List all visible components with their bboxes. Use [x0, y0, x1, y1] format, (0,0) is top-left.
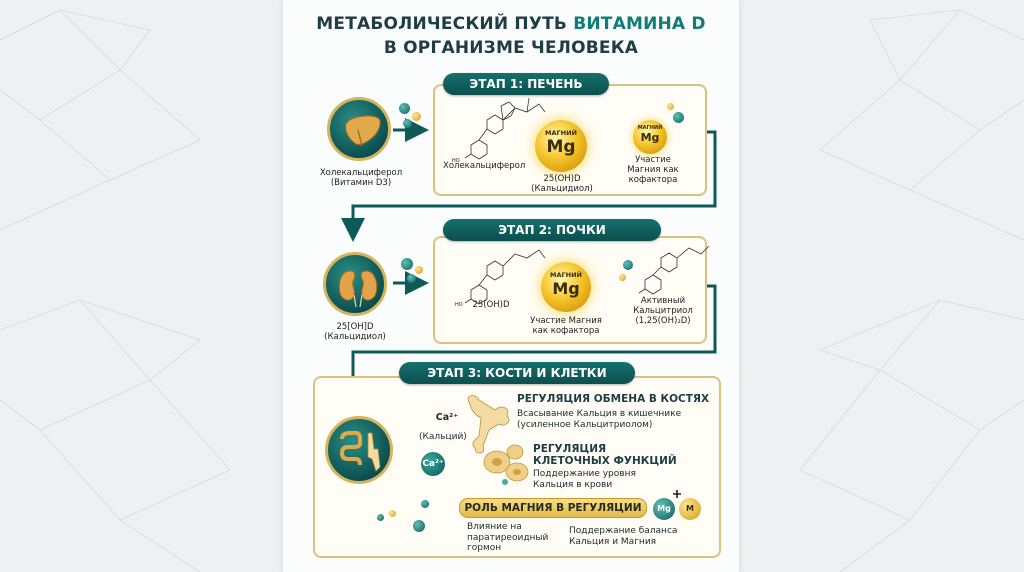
title-line-1: МЕТАБОЛИЧЕСКИЙ ПУТЬ ВИТАМИНА D	[316, 14, 706, 34]
hydroxyl-label: HO	[452, 158, 460, 164]
plus-icon	[673, 490, 681, 498]
bone-line-1: Всасывание Кальция в кишечнике	[517, 409, 682, 419]
stage2-pill: ЭТАП 2: ПОЧКИ	[443, 219, 661, 241]
molecule-dot	[399, 103, 410, 114]
stage1-input-label: Холекальциферол(Витамин D3)	[319, 168, 403, 188]
molecule-dot	[389, 510, 396, 517]
molecule-dot	[401, 258, 413, 270]
cell-heading-2: КЛЕТОЧНЫХ ФУНКЦИЙ	[533, 455, 677, 467]
calcium-caption: (Кальций)	[419, 432, 467, 442]
intestine-bone-circle	[325, 416, 393, 484]
kidney-circle	[323, 252, 387, 316]
bone-heading: РЕГУЛЯЦИЯ ОБМЕНА В КОСТЯХ	[517, 393, 710, 405]
stage3-pill: ЭТАП 3: КОСТИ И КЛЕТКИ	[399, 362, 635, 384]
stage1-pill: ЭТАП 1: ПЕЧЕНЬ	[443, 73, 609, 95]
molecule-dot	[412, 112, 421, 121]
molecule-dot	[619, 274, 626, 281]
molecule-dot	[673, 112, 684, 123]
stage1-molecule-label: Холекальциферол	[443, 161, 526, 171]
bone-icon	[467, 395, 510, 454]
molecule-dot	[421, 500, 429, 508]
stage2-input-label: 25[OH]D(Кальцидиол)	[324, 322, 386, 342]
intestine-bone-icon	[339, 431, 381, 472]
molecule-dot	[407, 274, 416, 283]
bone-line-2: (усиленное Кальцитриолом)	[517, 420, 653, 430]
stage2-molecule-icon	[464, 245, 710, 305]
molecule-dot	[623, 260, 633, 270]
molecule-dot	[413, 520, 425, 532]
molecule-dot	[403, 119, 412, 128]
magnesium-icon: M	[679, 498, 701, 520]
calcium-icon: Ca²⁺	[435, 412, 459, 423]
calcium-ion-icon: Ca²⁺	[421, 452, 445, 476]
molecule-dot	[415, 266, 423, 274]
kidney-icon	[338, 270, 378, 308]
hydroxyl-label: HO	[455, 302, 463, 308]
infographic-poster: МЕТАБОЛИЧЕСКИЙ ПУТЬ ВИТАМИНА D В ОРГАНИЗ…	[283, 0, 739, 572]
stage1-molecule-icon	[464, 97, 546, 160]
cell-heading-1: РЕГУЛЯЦИЯ	[533, 443, 607, 455]
cell-line-1: Поддержание уровня	[533, 469, 636, 479]
cell-line-2: Кальция в крови	[533, 480, 613, 490]
liver-icon	[345, 115, 381, 147]
liver-circle	[327, 97, 391, 161]
stage1-product-label: 25(OH)D(Кальцидиол)	[531, 174, 593, 194]
molecule-dot	[667, 103, 674, 110]
magnesium-icon: Mg	[653, 498, 675, 520]
cell-icon	[483, 444, 529, 485]
magnesium-role-pill: РОЛЬ МАГНИЯ В РЕГУЛЯЦИИ	[459, 498, 647, 518]
title-line-2: В ОРГАНИЗМЕ ЧЕЛОВЕКА	[383, 38, 639, 58]
stage2-molecule-label: 25(OH)D	[472, 300, 510, 310]
molecule-dot	[377, 514, 384, 521]
